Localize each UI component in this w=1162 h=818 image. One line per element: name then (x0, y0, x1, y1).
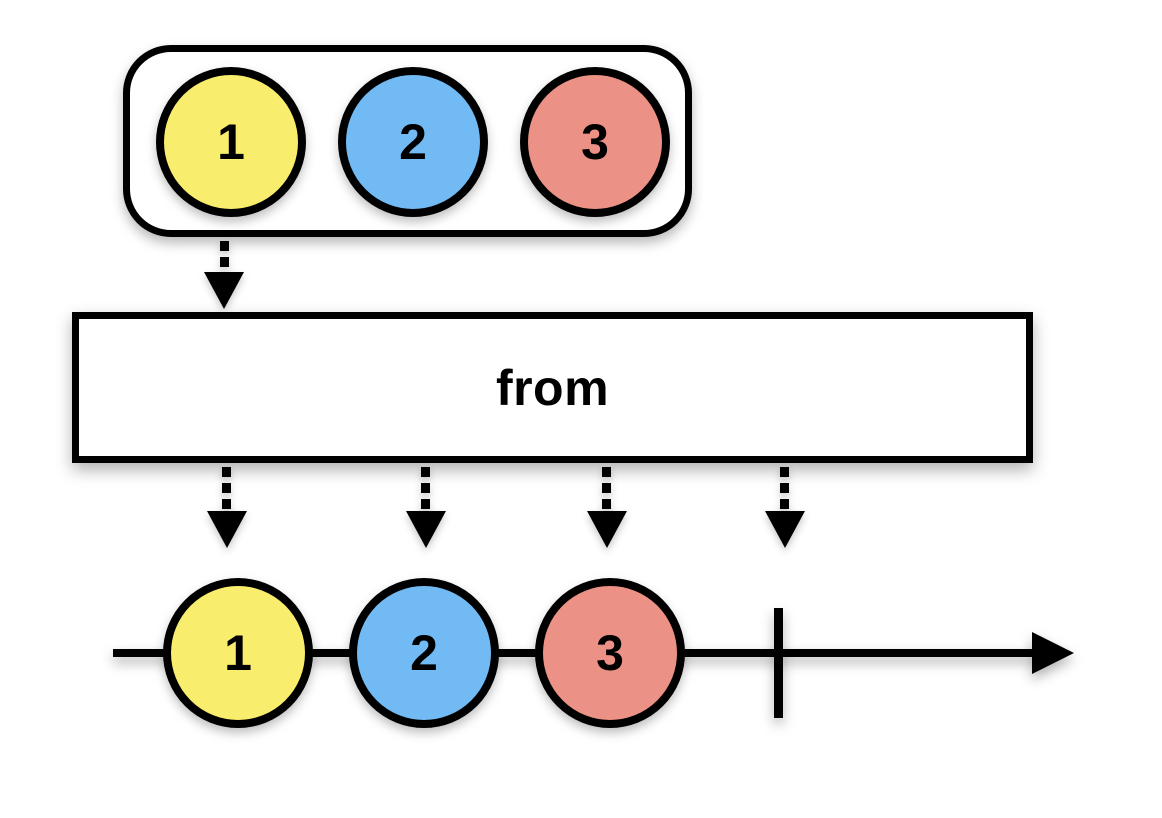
output-marble-1: 1 (163, 578, 313, 728)
source-marble-1: 1 (156, 67, 306, 217)
source-marble-2: 2 (338, 67, 488, 217)
output-marble-1-label: 1 (224, 625, 252, 681)
operator-box: from (72, 312, 1033, 463)
dashed-line (780, 467, 789, 509)
complete-marker (774, 608, 783, 718)
source-marble-3: 3 (520, 67, 670, 217)
operator-label: from (495, 359, 610, 416)
source-marble-3-label: 3 (581, 114, 609, 170)
timeline-arrowhead-icon (1032, 632, 1074, 674)
dashed-line (421, 467, 430, 509)
arrowhead-down-icon (207, 511, 247, 548)
arrowhead-down-icon (406, 511, 446, 548)
arrowhead-down-icon (765, 511, 805, 548)
output-marble-3-label: 3 (596, 625, 624, 681)
output-marble-2: 2 (349, 578, 499, 728)
source-marble-2-label: 2 (399, 114, 427, 170)
dashed-line (602, 467, 611, 509)
dashed-line (220, 241, 229, 269)
output-marble-2-label: 2 (410, 625, 438, 681)
output-marble-3: 3 (535, 578, 685, 728)
source-collection: 1 2 3 (123, 45, 692, 237)
arrowhead-down-icon (204, 272, 244, 309)
dashed-line (222, 467, 231, 509)
source-marble-1-label: 1 (217, 114, 245, 170)
arrowhead-down-icon (587, 511, 627, 548)
